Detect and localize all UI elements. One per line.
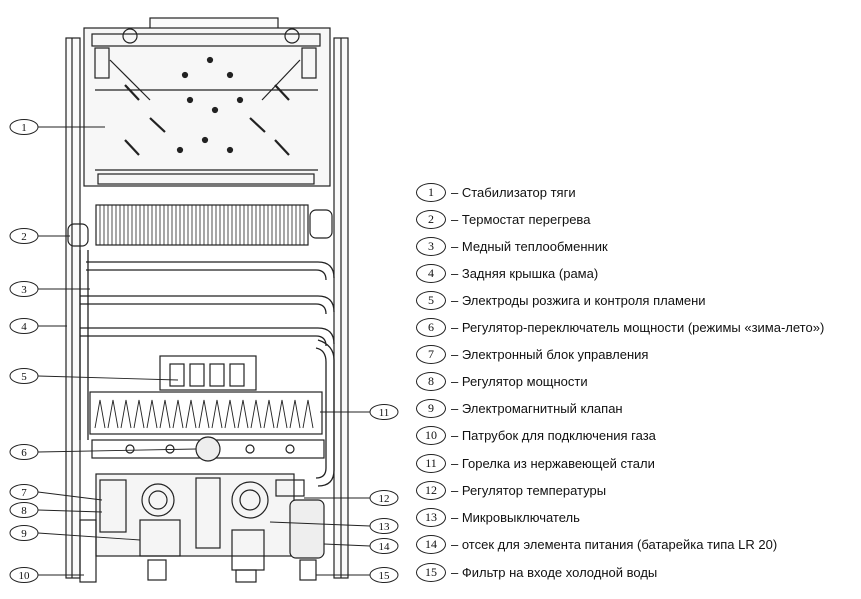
legend-label: – Термостат перегрева [451,211,591,227]
legend-item-5: 5 – Электроды розжига и контроля пламени [416,288,706,312]
svg-text:9: 9 [21,528,27,540]
legend-item-11: 11 – Горелка из нержавеющей стали [416,451,655,475]
callout-1: 1 [9,119,39,135]
callout-10: 10 [9,567,39,583]
legend-label: – Медный теплообменник [451,238,608,254]
legend-item-4: 4 – Задняя крышка (рама) [416,261,598,285]
legend-number: 3 [416,236,446,256]
legend-item-15: 15 – Фильтр на входе холодной воды [416,560,657,584]
legend-item-12: 12 – Регулятор температуры [416,478,606,502]
svg-text:12: 12 [379,493,390,505]
svg-text:3: 3 [21,284,27,296]
legend-number: 13 [416,507,446,527]
legend-number: 14 [416,534,446,554]
legend-number: 12 [416,480,446,500]
legend-label: – Задняя крышка (рама) [451,265,599,281]
svg-text:8: 8 [21,505,27,517]
svg-text:14: 14 [379,541,391,553]
legend-number: 9 [416,398,446,418]
svg-text:1: 1 [21,122,27,134]
legend-item-6: 6 – Регулятор-переключатель мощности (ре… [416,315,824,339]
legend-number: 1 [416,182,446,202]
svg-text:13: 13 [379,521,391,533]
legend-number: 11 [416,453,446,473]
legend-label: – Патрубок для подключения газа [451,427,656,443]
callout-7: 7 [9,484,39,500]
legend-item-8: 8 – Регулятор мощности [416,369,588,393]
callout-15: 15 [369,567,399,583]
legend-label: – Регулятор-переключатель мощности (режи… [451,319,825,335]
legend-label: – Стабилизатор тяги [451,184,576,200]
legend-label: – Фильтр на входе холодной воды [451,564,658,580]
legend-item-7: 7 – Электронный блок управления [416,342,648,366]
callout-12: 12 [369,490,399,506]
svg-text:7: 7 [21,487,27,499]
svg-text:4: 4 [21,321,27,333]
callout-6: 6 [9,444,39,460]
legend-number: 7 [416,344,446,364]
leader-lines [37,126,371,576]
legend-label: – Микровыключатель [451,509,580,525]
callout-8: 8 [9,502,39,518]
water-tubes [79,250,335,487]
legend-number: 8 [416,371,446,391]
control-block [79,473,325,583]
legend-number: 10 [416,425,446,445]
svg-text:15: 15 [379,570,391,582]
legend-item-3: 3 – Медный теплообменник [416,234,608,258]
svg-text:11: 11 [379,407,390,419]
gas-manifold [91,436,325,462]
legend-item-2: 2 – Термостат перегрева [416,207,590,231]
legend-item-10: 10 – Патрубок для подключения газа [416,423,656,447]
legend-label: – Горелка из нержавеющей стали [451,455,655,471]
legend-number: 15 [416,562,446,582]
callout-3: 3 [9,281,39,297]
legend-item-14: 14 – отсек для элемента питания (батарей… [416,532,777,556]
svg-text:2: 2 [21,231,27,243]
callout-11: 11 [369,404,399,420]
legend-number: 2 [416,209,446,229]
callout-4: 4 [9,318,39,334]
legend-label: – Электронный блок управления [451,346,649,362]
legend-item-13: 13 – Микровыключатель [416,505,580,529]
callout-9: 9 [9,525,39,541]
legend-number: 4 [416,263,446,283]
heat-exchanger [67,204,333,247]
legend-item-1: 1 – Стабилизатор тяги [416,180,576,204]
svg-text:6: 6 [21,447,27,459]
burner [89,355,323,435]
legend-number: 5 [416,290,446,310]
legend-label: – Электромагнитный клапан [451,400,623,416]
callouts-left: 1 2 3 4 5 6 7 8 9 10 [9,119,39,583]
legend-label: – Регулятор мощности [451,373,588,389]
svg-text:5: 5 [21,371,27,383]
callout-5: 5 [9,368,39,384]
callout-13: 13 [369,518,399,534]
callout-2: 2 [9,228,39,244]
draft-stabilizer [124,56,290,156]
legend-label: – отсек для элемента питания (батарейка … [451,536,778,552]
callout-14: 14 [369,538,399,554]
legend-label: – Электроды розжига и контроля пламени [451,292,706,308]
svg-text:10: 10 [19,570,31,582]
legend-item-9: 9 – Электромагнитный клапан [416,396,623,420]
callouts-right: 11 12 13 14 15 [369,404,399,583]
legend-label: – Регулятор температуры [451,482,607,498]
legend-number: 6 [416,317,446,337]
